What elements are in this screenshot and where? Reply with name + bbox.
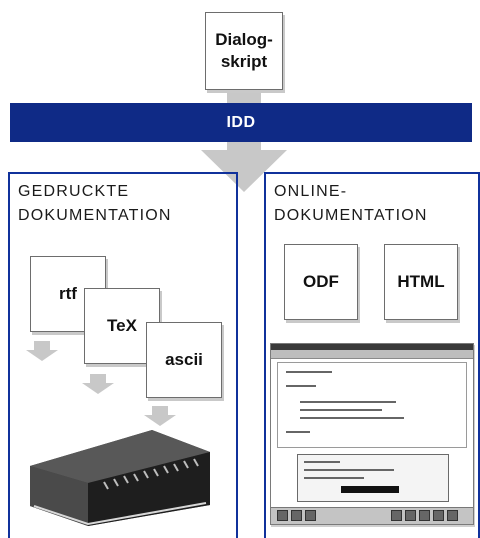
screenshot-text-line bbox=[300, 417, 404, 419]
dialog-script-node: Dialog- skript bbox=[205, 12, 283, 90]
screenshot-toolbar-button bbox=[447, 510, 458, 521]
online-docs-title: Online- Dokumentation bbox=[274, 180, 428, 228]
screenshot-toolbar-button bbox=[277, 510, 288, 521]
online-docs-title-line1: Online- bbox=[274, 183, 348, 200]
screenshot-text-line bbox=[300, 409, 382, 411]
screenshot-list-line bbox=[304, 469, 394, 471]
arrow-ascii-to-book bbox=[144, 406, 176, 426]
screenshot-toolbar-button bbox=[405, 510, 416, 521]
html-label: HTML bbox=[397, 272, 445, 291]
printed-docs-title-line2: Dokumentation bbox=[18, 207, 172, 224]
book-icon bbox=[30, 430, 210, 526]
dialog-script-label-line2: skript bbox=[220, 52, 268, 71]
screenshot-list-line bbox=[304, 461, 340, 463]
screenshot-toolbar-button bbox=[433, 510, 444, 521]
odf-label: ODF bbox=[303, 272, 339, 291]
screenshot-toolbar-button bbox=[391, 510, 402, 521]
html-format-node: HTML bbox=[384, 244, 458, 320]
ascii-format-node: ascii bbox=[146, 322, 222, 398]
screenshot-list-line bbox=[304, 477, 364, 479]
screenshot-document-area bbox=[277, 362, 467, 448]
idd-bar: IDD bbox=[10, 103, 472, 142]
rtf-label: rtf bbox=[59, 284, 77, 303]
screenshot-toolbar-button bbox=[419, 510, 430, 521]
online-docs-panel: Online- Dokumentation bbox=[264, 172, 480, 538]
printed-docs-title-line1: Gedruckte bbox=[18, 183, 130, 200]
screenshot-menubar bbox=[271, 350, 473, 359]
screenshot-selected-item bbox=[341, 486, 399, 493]
printed-docs-title: Gedruckte Dokumentation bbox=[18, 180, 172, 228]
screenshot-toolbar-button bbox=[291, 510, 302, 521]
online-help-screenshot bbox=[270, 343, 474, 525]
tex-label: TeX bbox=[107, 316, 137, 335]
screenshot-text-line bbox=[300, 401, 396, 403]
idd-label: IDD bbox=[226, 113, 256, 131]
screenshot-list-area bbox=[297, 454, 449, 502]
screenshot-text-line bbox=[286, 385, 316, 387]
dialog-script-label-line1: Dialog- bbox=[215, 30, 273, 49]
ascii-label: ascii bbox=[165, 350, 203, 369]
screenshot-toolbar-button bbox=[305, 510, 316, 521]
arrow-rtf-to-book bbox=[26, 341, 58, 361]
screenshot-text-line bbox=[286, 371, 332, 373]
odf-format-node: ODF bbox=[284, 244, 358, 320]
online-docs-title-line2: Dokumentation bbox=[274, 207, 428, 224]
arrow-tex-to-book bbox=[82, 374, 114, 394]
screenshot-toolbar bbox=[271, 507, 473, 524]
screenshot-text-line bbox=[286, 431, 310, 433]
printed-docs-panel: Gedruckte Dokumentation bbox=[8, 172, 238, 538]
screenshot-titlebar bbox=[271, 344, 473, 350]
